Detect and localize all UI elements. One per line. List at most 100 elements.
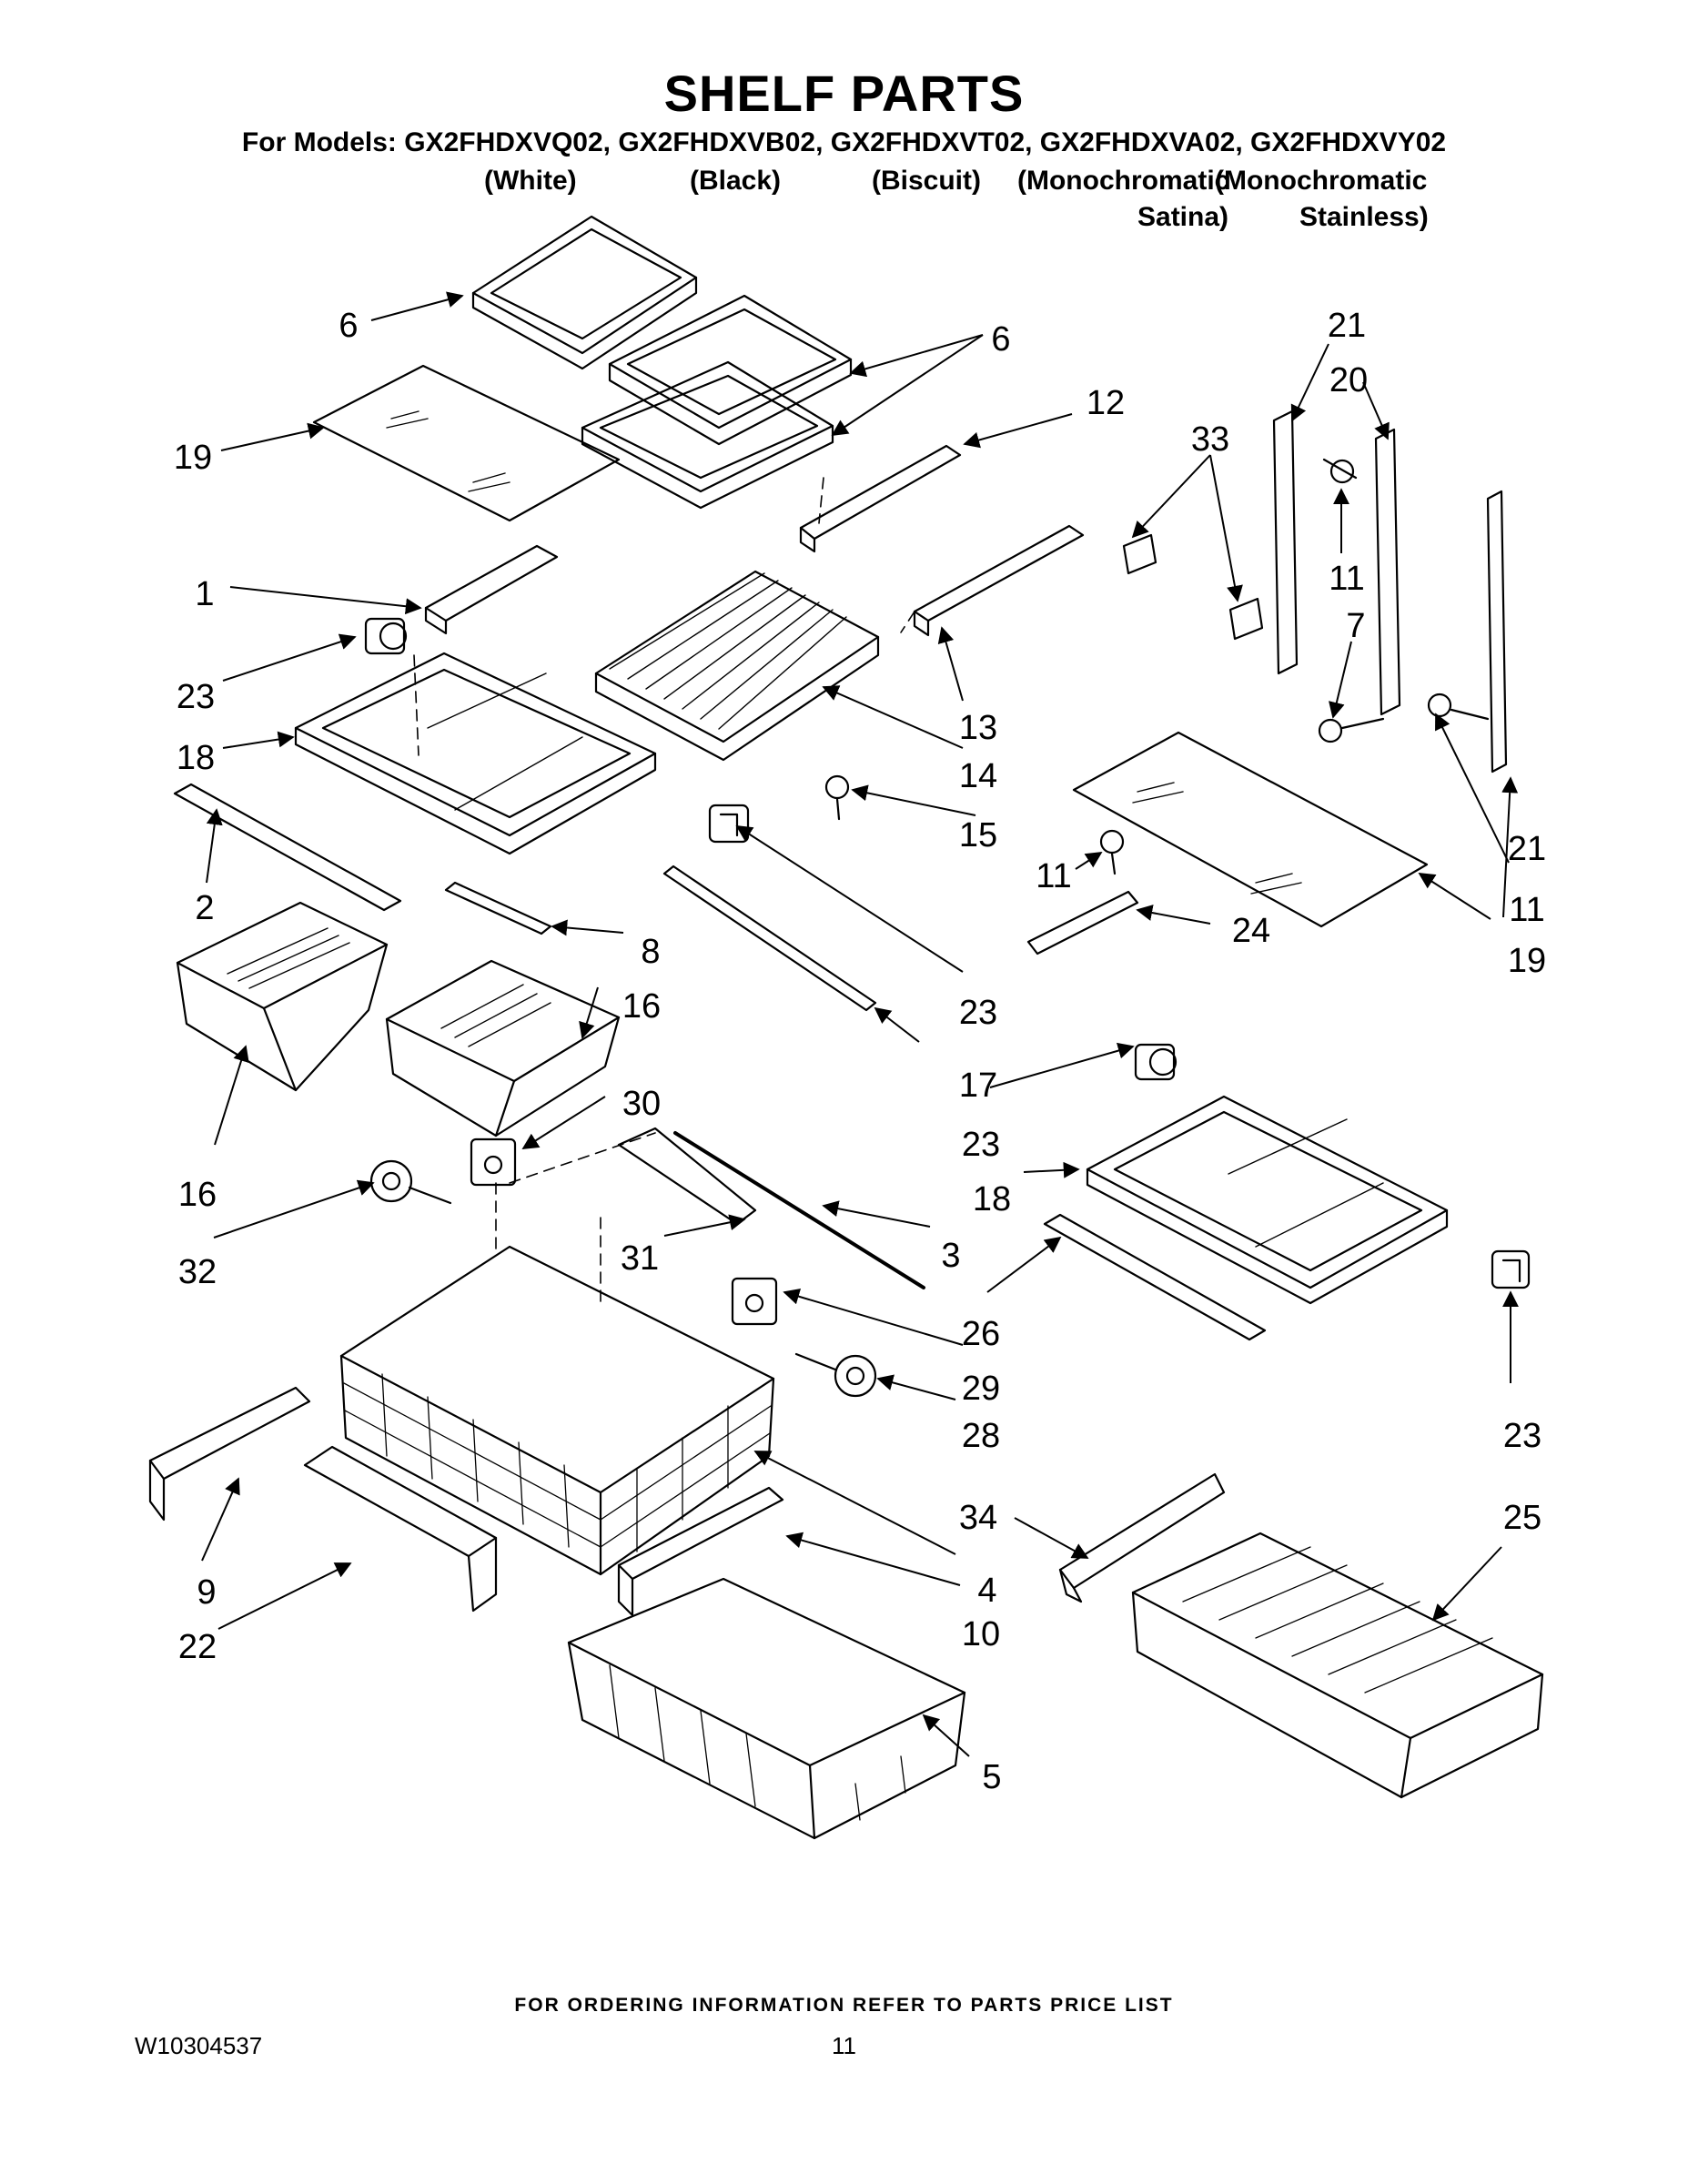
screw-11-a xyxy=(1322,458,1358,484)
callout-34: 34 xyxy=(959,1499,997,1537)
callout-4: 4 xyxy=(977,1572,996,1610)
callout-15: 15 xyxy=(959,816,997,854)
divider-22 xyxy=(303,1445,498,1613)
callout-19b: 19 xyxy=(1508,942,1546,980)
page-number: 11 xyxy=(832,2032,856,2059)
callout-3: 3 xyxy=(941,1237,960,1275)
screw-7 xyxy=(1318,717,1385,743)
page-title: SHELF PARTS xyxy=(663,65,1025,122)
mullion-rail-20 xyxy=(1374,428,1401,716)
upper-shelf-frame-pair xyxy=(581,294,853,510)
callout-5: 5 xyxy=(982,1758,1001,1796)
cap-23-d xyxy=(1491,1249,1531,1289)
variant-mono-satina-1: (Monochromatic xyxy=(1017,166,1230,196)
screw-15 xyxy=(824,774,850,821)
glass-shelf-right xyxy=(1072,731,1429,928)
variant-black: (Black) xyxy=(690,166,782,196)
rod-3 xyxy=(673,1131,925,1289)
upper-shelf-frame-top xyxy=(471,215,698,370)
callout-2: 2 xyxy=(195,889,214,927)
callout-28: 28 xyxy=(962,1417,1000,1455)
callout-1: 1 xyxy=(195,575,214,613)
callout-18b: 18 xyxy=(973,1180,1011,1218)
trim-26 xyxy=(1043,1213,1267,1341)
models-line: For Models: GX2FHDXVQ02, GX2FHDXVB02, GX… xyxy=(241,127,1447,157)
footer-note: FOR ORDERING INFORMATION REFER TO PARTS … xyxy=(514,1995,1174,2016)
callout-23b: 23 xyxy=(959,994,997,1032)
cap-23-b xyxy=(708,804,750,844)
callout-21a: 21 xyxy=(1328,307,1366,345)
callout-24: 24 xyxy=(1232,912,1270,950)
part-8 xyxy=(444,881,552,935)
callout-19a: 19 xyxy=(174,439,212,477)
bracket-30 xyxy=(470,1138,517,1187)
drawer-frame-18-left xyxy=(294,652,657,855)
callout-33: 33 xyxy=(1191,420,1229,459)
callout-11c: 11 xyxy=(1509,891,1544,929)
callout-17: 17 xyxy=(959,1067,997,1105)
callout-29: 29 xyxy=(962,1370,1000,1408)
callout-23c: 23 xyxy=(962,1126,1000,1164)
callout-22: 22 xyxy=(178,1628,217,1666)
wire-basket-5 xyxy=(567,1577,966,1840)
drawer-frame-18-right xyxy=(1086,1095,1449,1305)
bracket-29 xyxy=(731,1277,778,1326)
freezer-basket-4 xyxy=(339,1245,775,1576)
crisper-drawer-right xyxy=(385,959,621,1138)
cap-23-a xyxy=(364,617,408,655)
callout-11b: 11 xyxy=(1036,857,1071,895)
arm-31 xyxy=(617,1127,757,1226)
variant-mono-stainless-2: Stainless) xyxy=(1299,202,1429,232)
callout-10: 10 xyxy=(962,1615,1000,1653)
glass-shelf-left xyxy=(312,364,621,522)
callout-18a: 18 xyxy=(177,739,215,777)
screw-11-c xyxy=(1427,693,1490,721)
callout-23a: 23 xyxy=(177,678,215,716)
leader-lines xyxy=(201,291,1519,1757)
callout-13: 13 xyxy=(959,709,997,747)
callout-31: 31 xyxy=(621,1239,659,1278)
trim-2 xyxy=(173,783,402,912)
callout-20: 20 xyxy=(1329,361,1368,399)
assembly-guide-lines xyxy=(413,477,915,1302)
handle-34 xyxy=(1058,1472,1226,1603)
divider-9 xyxy=(148,1386,311,1522)
clip-33-b xyxy=(1228,597,1264,641)
divider-10 xyxy=(617,1486,784,1617)
slide-rail-12 xyxy=(799,444,962,553)
callout-32: 32 xyxy=(178,1253,217,1291)
variant-biscuit: (Biscuit) xyxy=(872,166,981,196)
variant-mono-satina-2: Satina) xyxy=(1137,202,1229,232)
mullion-rail-21-a xyxy=(1272,410,1299,675)
callout-11a: 11 xyxy=(1329,560,1364,598)
gear-28 xyxy=(794,1352,877,1398)
gear-32 xyxy=(369,1159,452,1205)
cover-1 xyxy=(424,544,559,635)
callout-6b: 6 xyxy=(991,320,1010,359)
cap-23-c xyxy=(1134,1043,1178,1081)
rail-13 xyxy=(913,524,1085,637)
variant-white: (White) xyxy=(484,166,577,196)
callout-16b: 16 xyxy=(178,1176,217,1214)
callout-30: 30 xyxy=(622,1085,661,1123)
callout-16a: 16 xyxy=(622,987,661,1026)
crisper-drawer-left xyxy=(176,901,389,1092)
document-number: W10304537 xyxy=(135,2032,263,2059)
wire-shelf-14 xyxy=(594,570,880,762)
strip-17 xyxy=(662,864,877,1012)
callout-25: 25 xyxy=(1503,1499,1541,1537)
callout-14: 14 xyxy=(959,757,997,795)
callout-21b: 21 xyxy=(1508,830,1546,868)
callout-9: 9 xyxy=(197,1573,216,1612)
callout-26: 26 xyxy=(962,1315,1000,1353)
variant-mono-stainless-1: (Monochromatic xyxy=(1215,166,1428,196)
callout-23d: 23 xyxy=(1503,1417,1541,1455)
freezer-pan-25 xyxy=(1131,1532,1544,1799)
callout-7: 7 xyxy=(1346,607,1365,645)
screw-11-b xyxy=(1099,829,1125,875)
callout-12: 12 xyxy=(1087,384,1125,422)
clip-33-a xyxy=(1122,533,1157,575)
bracket-24 xyxy=(1026,890,1139,956)
callout-8: 8 xyxy=(641,933,660,971)
